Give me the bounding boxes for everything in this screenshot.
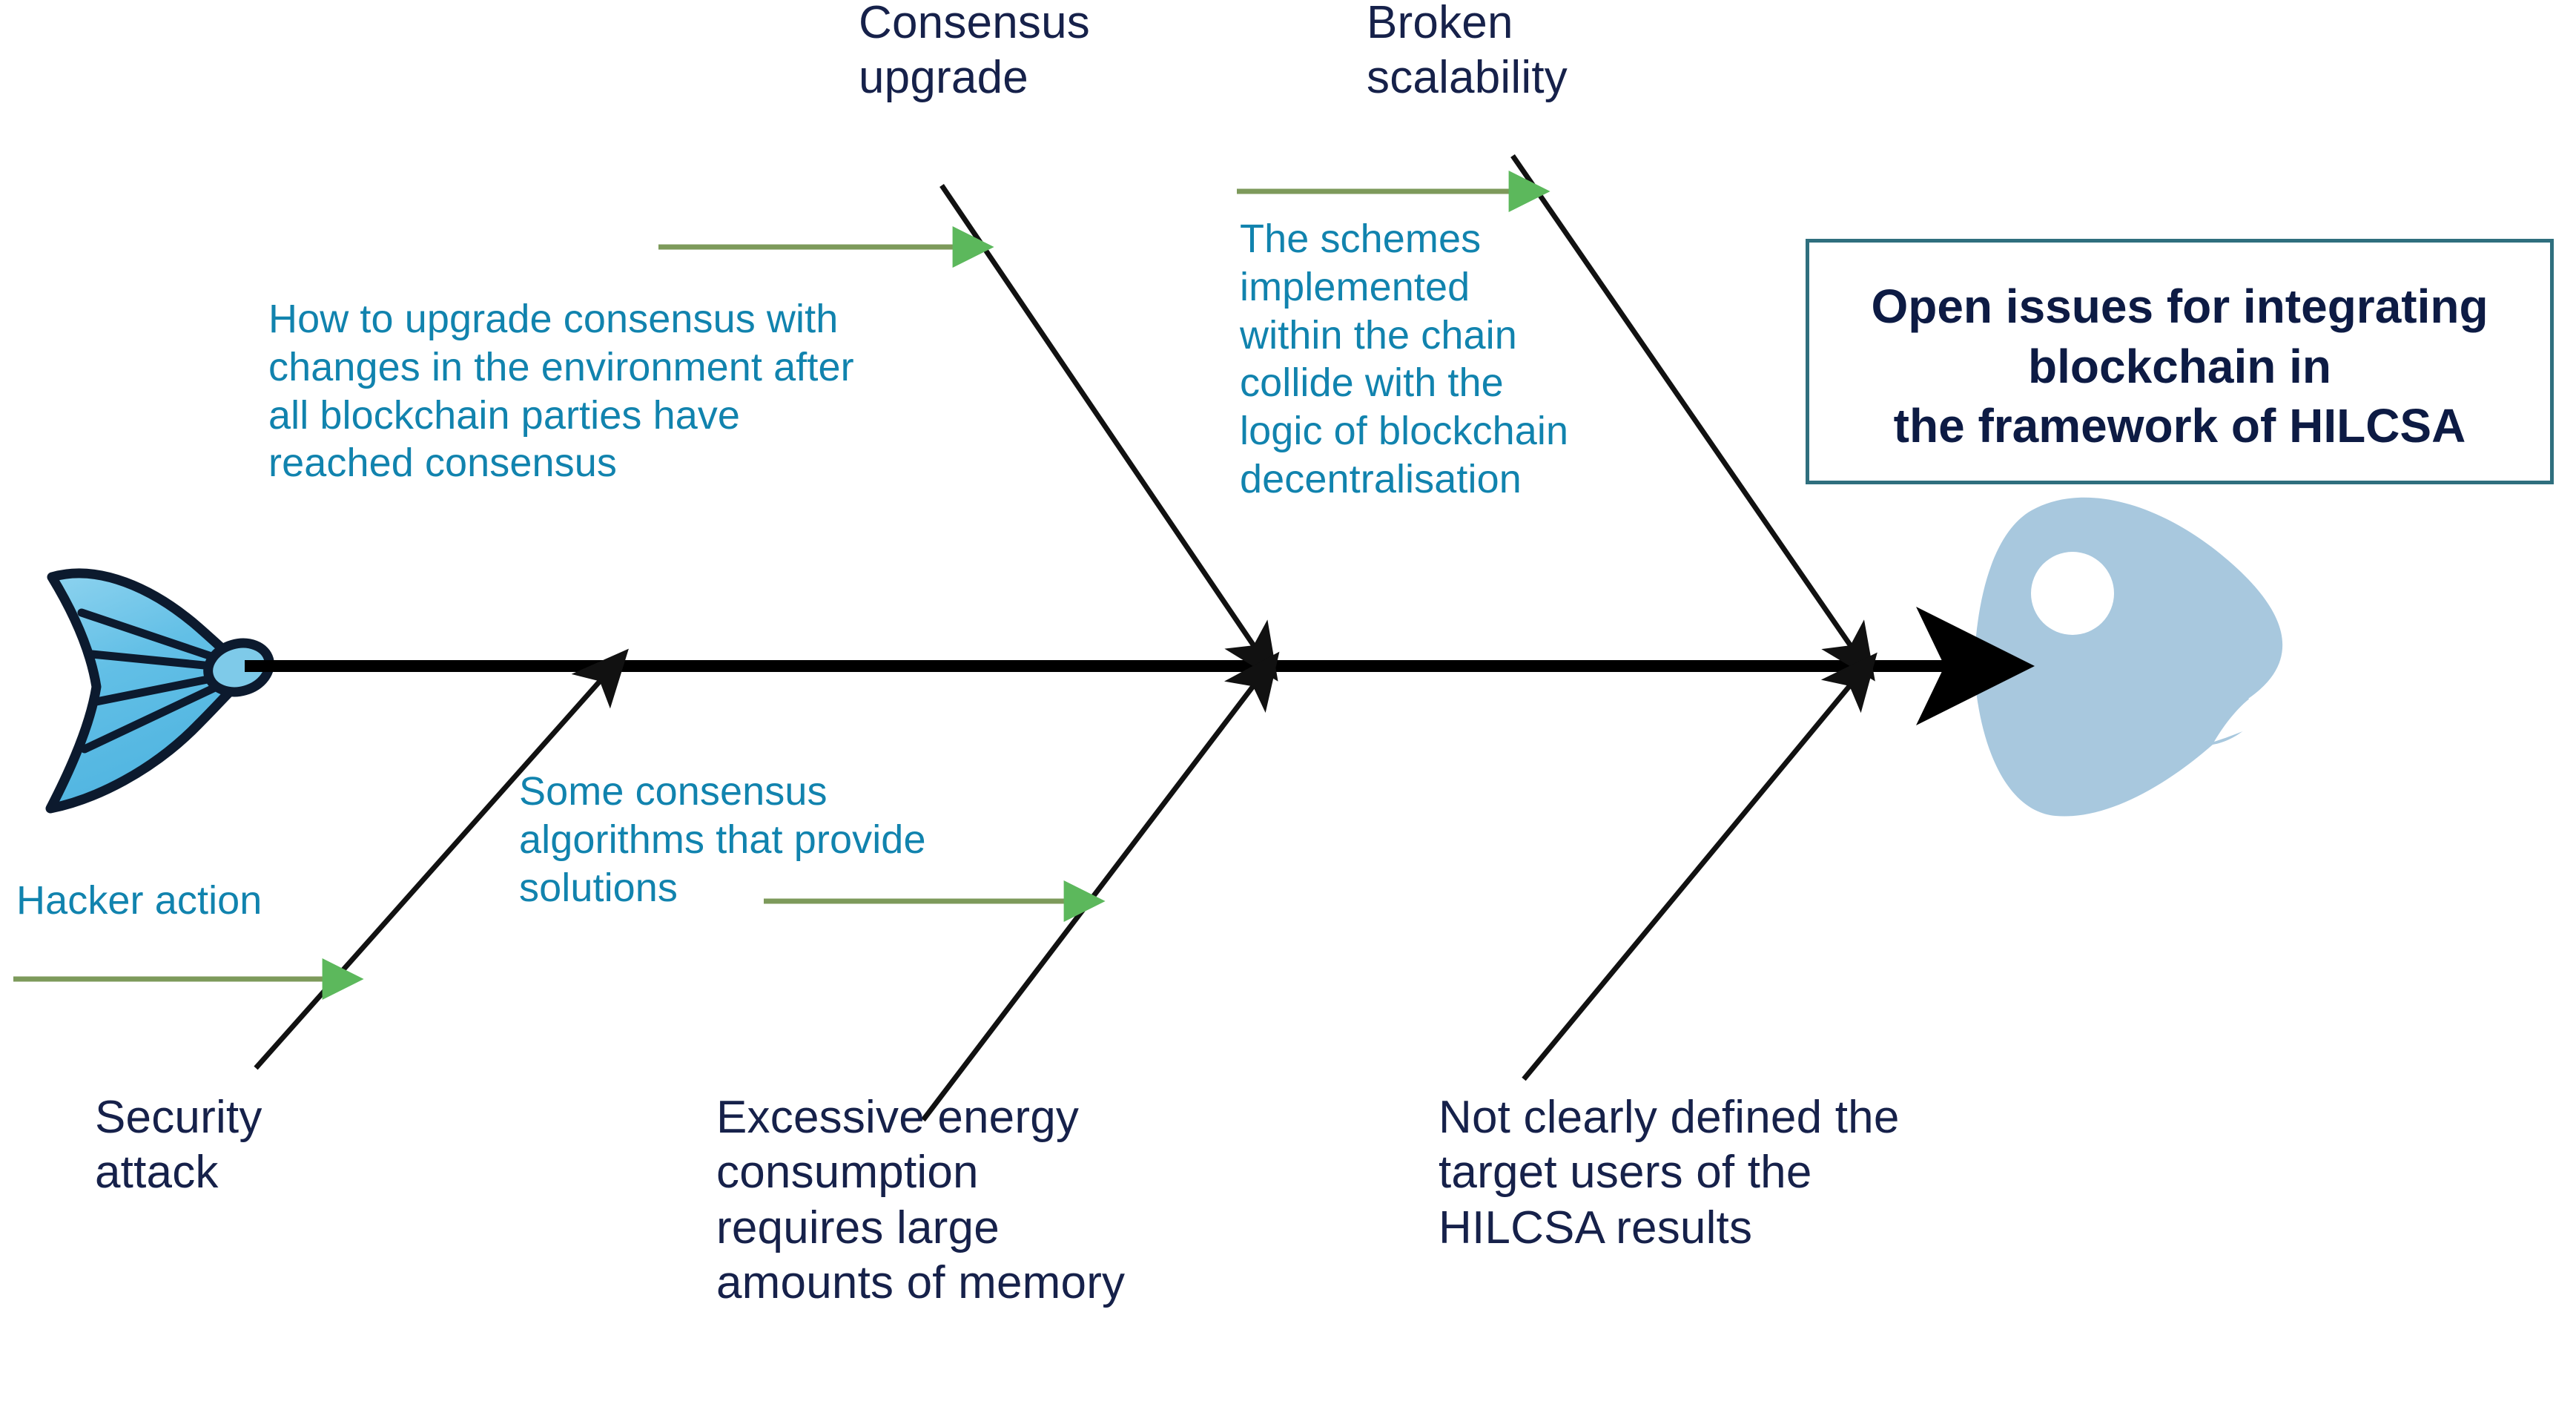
fish-mouth-icon xyxy=(2214,697,2306,742)
note-hacker-action: Hacker action xyxy=(16,878,262,923)
effect-box: Open issues for integrating blockchain i… xyxy=(1806,239,2554,484)
fish-head-icon xyxy=(1974,497,2306,817)
note-consensus-upgrade: How to upgrade consensus with changes in… xyxy=(268,297,854,486)
fish-eye-icon xyxy=(2031,552,2114,635)
rib-consensus-upgrade xyxy=(939,184,1278,682)
note-broken-scalability: The schemes implemented within the chain… xyxy=(1240,217,1569,501)
bone-label-excessive-energy: Excessive energy consumption requires la… xyxy=(716,1092,1126,1309)
fish-tail-icon xyxy=(45,568,274,814)
effect-box-title: Open issues for integrating blockchain i… xyxy=(1871,280,2489,453)
note-some-consensus-algorithms: Some consensus algorithms that provide s… xyxy=(519,769,926,910)
rib-target-users xyxy=(1522,652,1877,1081)
bone-label-broken-scalability: Broken scalability xyxy=(1367,0,1568,104)
rib-security-attack xyxy=(254,648,629,1070)
bone-label-target-users: Not clearly defined the target users of … xyxy=(1439,1092,1900,1253)
bone-label-security-attack: Security attack xyxy=(95,1092,262,1199)
rib-broken-scalability xyxy=(1510,154,1875,682)
bone-label-consensus-upgrade: Consensus upgrade xyxy=(859,0,1090,104)
